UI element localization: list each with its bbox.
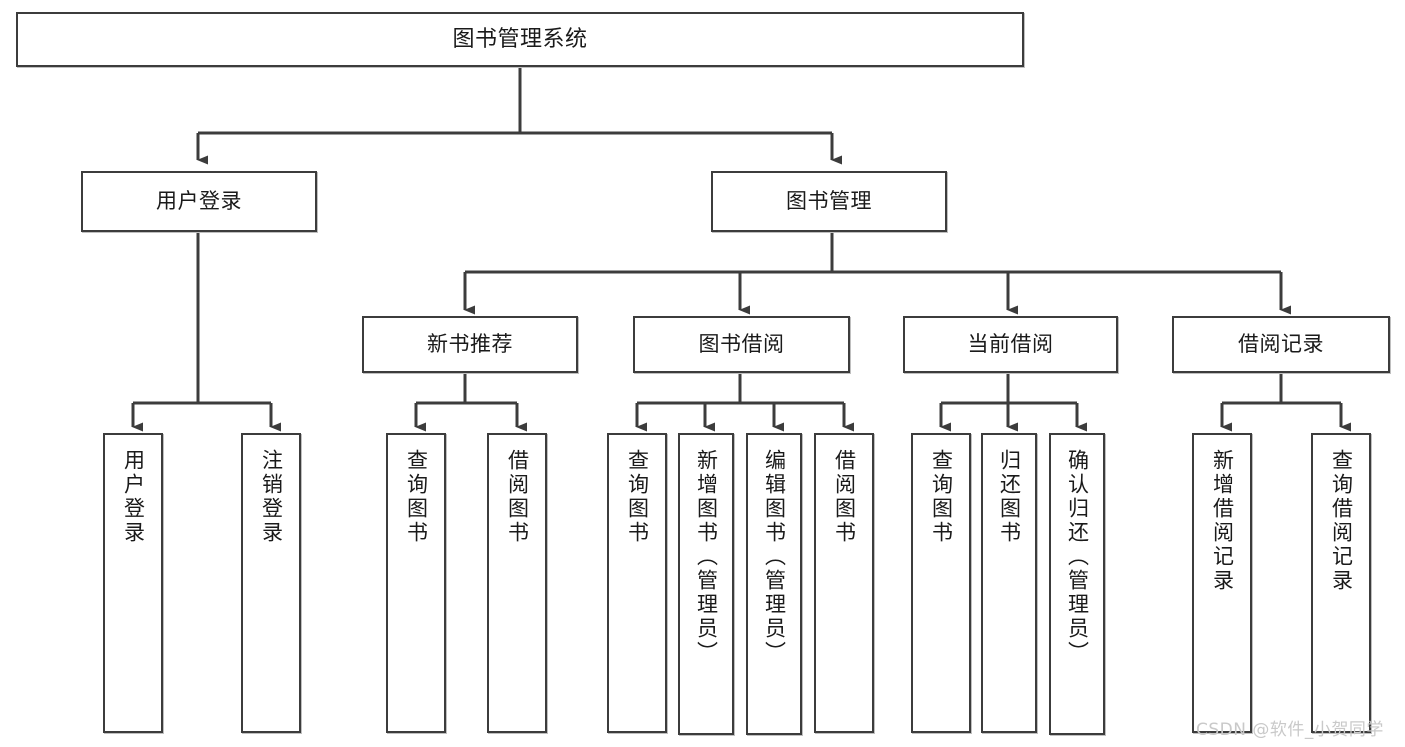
node-borrow-record[interactable]: 借阅记录 [1172, 316, 1390, 373]
node-root-label: 图书管理系统 [452, 26, 588, 52]
node-leaf-user-login[interactable]: 用户登录 [103, 433, 163, 733]
node-leaf-edit-book-admin-label: 编辑图书（管理员） [762, 449, 787, 665]
node-current-borrow-label: 当前借阅 [967, 332, 1054, 357]
node-leaf-query-book-borrow[interactable]: 查询图书 [607, 433, 667, 733]
node-leaf-query-book-recommend-label: 查询图书 [404, 449, 429, 545]
node-leaf-borrow-book-label: 借阅图书 [832, 449, 857, 545]
node-user-login[interactable]: 用户登录 [81, 171, 317, 232]
node-leaf-edit-book-admin[interactable]: 编辑图书（管理员） [746, 433, 802, 735]
node-user-login-label: 用户登录 [156, 189, 242, 214]
node-leaf-logout[interactable]: 注销登录 [241, 433, 301, 733]
node-leaf-confirm-return-admin-label: 确认归还（管理员） [1065, 449, 1090, 665]
node-leaf-query-book-current[interactable]: 查询图书 [911, 433, 971, 733]
node-book-management[interactable]: 图书管理 [711, 171, 947, 232]
node-current-borrow[interactable]: 当前借阅 [903, 316, 1118, 373]
node-leaf-add-book-admin[interactable]: 新增图书（管理员） [678, 433, 734, 735]
node-book-management-label: 图书管理 [786, 189, 872, 214]
node-leaf-query-borrow-record-label: 查询借阅记录 [1329, 449, 1354, 593]
node-leaf-query-book-borrow-label: 查询图书 [625, 449, 650, 545]
node-leaf-return-book-label: 归还图书 [997, 449, 1022, 545]
node-book-borrow-label: 图书借阅 [698, 332, 785, 357]
node-leaf-borrow-book-recommend[interactable]: 借阅图书 [487, 433, 547, 733]
node-leaf-borrow-book-recommend-label: 借阅图书 [505, 449, 530, 545]
node-borrow-record-label: 借阅记录 [1238, 332, 1324, 357]
node-leaf-query-book-current-label: 查询图书 [929, 449, 954, 545]
node-new-book-recommend-label: 新书推荐 [427, 332, 513, 357]
node-leaf-add-book-admin-label: 新增图书（管理员） [694, 449, 719, 665]
node-book-borrow[interactable]: 图书借阅 [633, 316, 850, 373]
node-leaf-confirm-return-admin[interactable]: 确认归还（管理员） [1049, 433, 1105, 735]
node-leaf-return-book[interactable]: 归还图书 [981, 433, 1037, 733]
node-leaf-user-login-label: 用户登录 [121, 449, 146, 545]
node-leaf-query-borrow-record[interactable]: 查询借阅记录 [1311, 433, 1371, 733]
node-leaf-borrow-book[interactable]: 借阅图书 [814, 433, 874, 733]
node-leaf-add-borrow-record-label: 新增借阅记录 [1210, 449, 1235, 593]
node-leaf-logout-label: 注销登录 [259, 449, 284, 545]
node-root-book-management-system[interactable]: 图书管理系统 [16, 12, 1024, 67]
node-leaf-query-book-recommend[interactable]: 查询图书 [386, 433, 446, 733]
node-leaf-add-borrow-record[interactable]: 新增借阅记录 [1192, 433, 1252, 733]
node-new-book-recommend[interactable]: 新书推荐 [362, 316, 578, 373]
csdn-watermark: CSDN @软件_小贺同学 [1196, 720, 1384, 740]
